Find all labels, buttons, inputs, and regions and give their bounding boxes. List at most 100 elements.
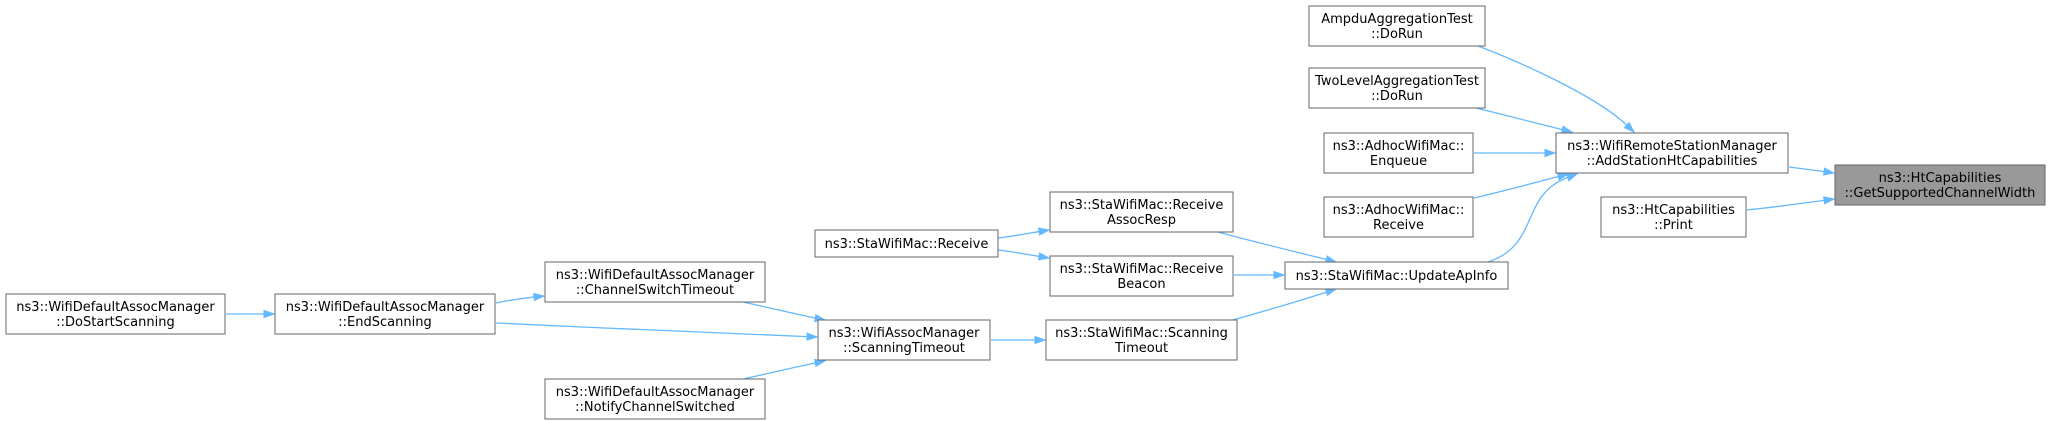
node-label-line: ns3::HtCapabilities: [1879, 171, 2002, 186]
arrowhead-icon: [1034, 335, 1047, 345]
node-label-line: ns3::HtCapabilities: [1612, 203, 1735, 218]
node-box: [1323, 132, 1474, 174]
edge-n12-to-n10: [991, 335, 1047, 345]
edge-line: [1473, 175, 1559, 199]
caller-function-node[interactable]: ns3::HtCapabilities::Print: [1600, 196, 1747, 238]
node-box: [1600, 196, 1747, 238]
node-box: [1045, 319, 1238, 361]
arrowhead-icon: [1037, 227, 1051, 236]
edge-n8-to-n7: [1217, 231, 1338, 264]
edge-n9-to-n7: [1233, 270, 1286, 280]
edge-line: [1217, 231, 1327, 261]
node-label-line: ns3::AdhocWifiMac::: [1333, 203, 1465, 218]
node-box: [1555, 132, 1789, 174]
caller-function-node[interactable]: ns3::WifiDefaultAssocManager::ChannelSwi…: [544, 261, 766, 303]
edge-line: [1475, 107, 1563, 131]
node-label-line: ns3::StaWifiMac::Receive: [1060, 262, 1224, 277]
edge-n1-to-n0: [1788, 166, 1836, 176]
edge-n7-to-n1: [1487, 173, 1579, 263]
node-box: [5, 293, 226, 335]
caller-function-node[interactable]: ns3::WifiDefaultAssocManager::DoStartSca…: [5, 293, 226, 335]
node-label-line: ns3::WifiAssocManager: [829, 326, 981, 341]
node-label-line: AssocResp: [1107, 213, 1176, 228]
node-label-line: ::ChannelSwitchTimeout: [576, 283, 734, 298]
node-box: [544, 378, 766, 420]
node-box: [1284, 261, 1509, 290]
caller-function-node[interactable]: ns3::StaWifiMac::Receive: [814, 229, 999, 258]
arrowhead-icon: [533, 292, 546, 302]
edge-n11-to-n8: [997, 227, 1051, 239]
edge-line: [495, 322, 808, 338]
root-function-node[interactable]: ns3::HtCapabilities::GetSupportedChannel…: [1834, 164, 2046, 206]
node-box: [274, 293, 496, 335]
node-label-line: ::DoRun: [1371, 27, 1423, 42]
node-label-line: ns3::StaWifiMac::UpdateApInfo: [1296, 269, 1498, 284]
caller-function-node[interactable]: ns3::WifiDefaultAssocManager::NotifyChan…: [544, 378, 766, 420]
caller-function-node[interactable]: AmpduAggregationTest::DoRun: [1308, 5, 1486, 47]
arrowhead-icon: [1324, 288, 1338, 297]
edge-line: [997, 230, 1040, 239]
edge-line: [742, 362, 816, 380]
node-label-line: Timeout: [1114, 341, 1168, 356]
caller-function-node[interactable]: ns3::WifiDefaultAssocManager::EndScannin…: [274, 293, 496, 335]
arrowhead-icon: [1544, 148, 1557, 158]
edge-n14-to-n13: [495, 292, 546, 304]
edge-n15-to-n12: [742, 358, 827, 380]
arrowhead-icon: [1823, 167, 1836, 176]
node-box: [544, 261, 766, 303]
node-label-line: ns3::StaWifiMac::Receive: [1060, 198, 1224, 213]
node-label-line: ::NotifyChannelSwitched: [575, 400, 735, 415]
node-label-line: ns3::StaWifiMac::Receive: [825, 237, 989, 252]
edge-n10-to-n7: [1232, 288, 1338, 321]
node-label-line: ns3::WifiRemoteStationManager: [1567, 139, 1777, 154]
arrowhead-icon: [1623, 121, 1636, 134]
caller-function-node[interactable]: ns3::AdhocWifiMac::Enqueue: [1323, 132, 1474, 174]
edge-n14-to-n12: [495, 322, 819, 341]
caller-function-node[interactable]: ns3::WifiAssocManager::ScanningTimeout: [817, 319, 991, 361]
graph-nodes: ns3::HtCapabilities::GetSupportedChannel…: [5, 5, 2046, 420]
edge-n2-to-n0: [1746, 196, 1836, 211]
node-label-line: Receive: [1373, 218, 1424, 233]
caller-function-node[interactable]: ns3::StaWifiMac::ScanningTimeout: [1045, 319, 1238, 361]
node-label-line: ::ScanningTimeout: [843, 341, 965, 356]
node-label-line: ns3::AdhocWifiMac::: [1333, 139, 1465, 154]
caller-function-node[interactable]: ns3::AdhocWifiMac::Receive: [1323, 196, 1474, 238]
node-label-line: TwoLevelAggregationTest: [1314, 74, 1479, 89]
arrowhead-icon: [263, 309, 276, 319]
node-label-line: ::Print: [1654, 218, 1693, 233]
caller-function-node[interactable]: TwoLevelAggregationTest::DoRun: [1308, 67, 1486, 109]
arrowhead-icon: [1273, 270, 1286, 280]
arrowhead-icon: [806, 332, 819, 341]
edge-line: [1477, 45, 1628, 126]
node-label-line: ns3::StaWifiMac::Scanning: [1055, 326, 1228, 341]
caller-function-node[interactable]: ns3::StaWifiMac::UpdateApInfo: [1284, 261, 1509, 290]
node-box: [814, 229, 999, 258]
edge-line: [742, 301, 816, 319]
edge-line: [1487, 176, 1568, 263]
node-label-line: Beacon: [1117, 277, 1165, 292]
edge-n11-to-n9: [997, 249, 1051, 261]
node-box: [1308, 5, 1486, 47]
node-label-line: ::DoRun: [1371, 89, 1423, 104]
arrowhead-icon: [1037, 252, 1051, 261]
arrowhead-icon: [813, 358, 827, 368]
edge-line: [495, 296, 535, 304]
node-label-line: ::EndScanning: [338, 315, 431, 330]
edge-n5-to-n1: [1474, 148, 1557, 158]
arrowhead-icon: [1556, 172, 1570, 181]
node-box: [1834, 164, 2046, 206]
node-label-line: ns3::WifiDefaultAssocManager: [286, 300, 485, 315]
edge-n13-to-n12: [742, 301, 827, 323]
arrowhead-icon: [1560, 125, 1574, 134]
edge-n3-to-n1: [1477, 45, 1636, 134]
caller-function-node[interactable]: ns3::WifiRemoteStationManager::AddStatio…: [1555, 132, 1789, 174]
node-box: [1049, 255, 1234, 297]
graph-edges: [226, 45, 1836, 380]
node-box: [1049, 191, 1234, 233]
node-box: [817, 319, 991, 361]
edge-n4-to-n1: [1475, 107, 1574, 134]
node-label-line: ::AddStationHtCapabilities: [1587, 154, 1758, 169]
node-label-line: ns3::WifiDefaultAssocManager: [16, 300, 215, 315]
